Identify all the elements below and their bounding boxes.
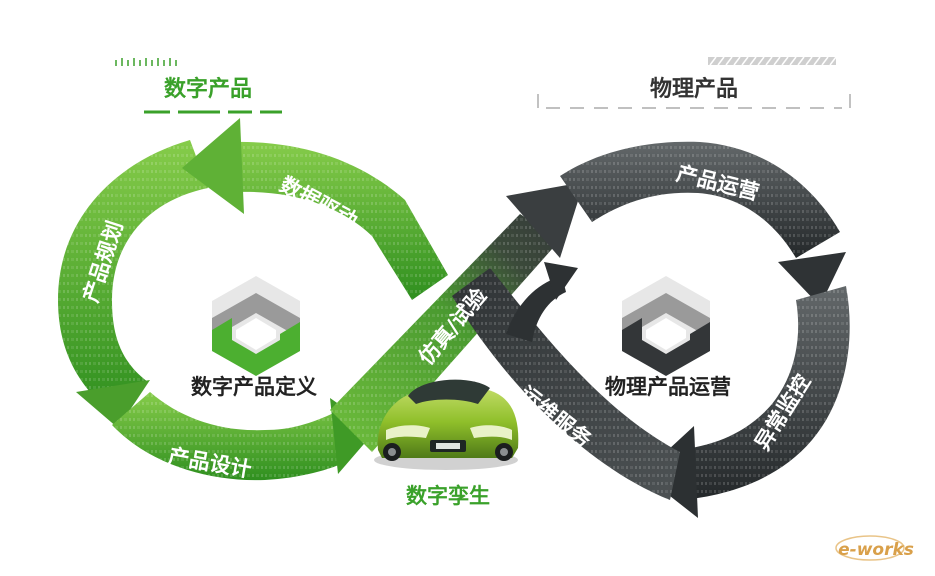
physical-logo-icon [622, 276, 710, 376]
watermark-text: e-works [838, 540, 914, 560]
eworks-watermark: e-works [835, 535, 914, 561]
arrow-head-data-driven [182, 118, 244, 214]
arrow-head-simulation [506, 182, 584, 258]
digital-product-definition: 数字产品定义 [191, 375, 317, 399]
digital-logo-icon [212, 276, 300, 376]
header-hatch-bar [708, 57, 836, 65]
digital-product-title: 数字产品 [164, 76, 252, 102]
return-arrow-head [544, 262, 578, 300]
crossing-band-simulation [330, 182, 584, 452]
physical-product-operation: 物理产品运营 [605, 375, 731, 399]
digital-product-header: 数字产品 [115, 58, 282, 114]
arrow-head-planning [76, 380, 150, 428]
digital-twin-label: 数字孪生 [406, 484, 490, 508]
physical-product-title: 物理产品 [650, 76, 738, 102]
physical-product-header: 物理产品 [537, 56, 851, 109]
return-curve-arrow [506, 276, 566, 342]
digital-loop [58, 118, 448, 481]
header-bracket-right [537, 94, 851, 108]
sports-car-image [374, 379, 519, 470]
physical-loop [452, 141, 850, 518]
arrow-head-operation [778, 252, 846, 306]
header-hatch-lines [709, 56, 837, 66]
header-tick-marks-left [115, 58, 177, 66]
